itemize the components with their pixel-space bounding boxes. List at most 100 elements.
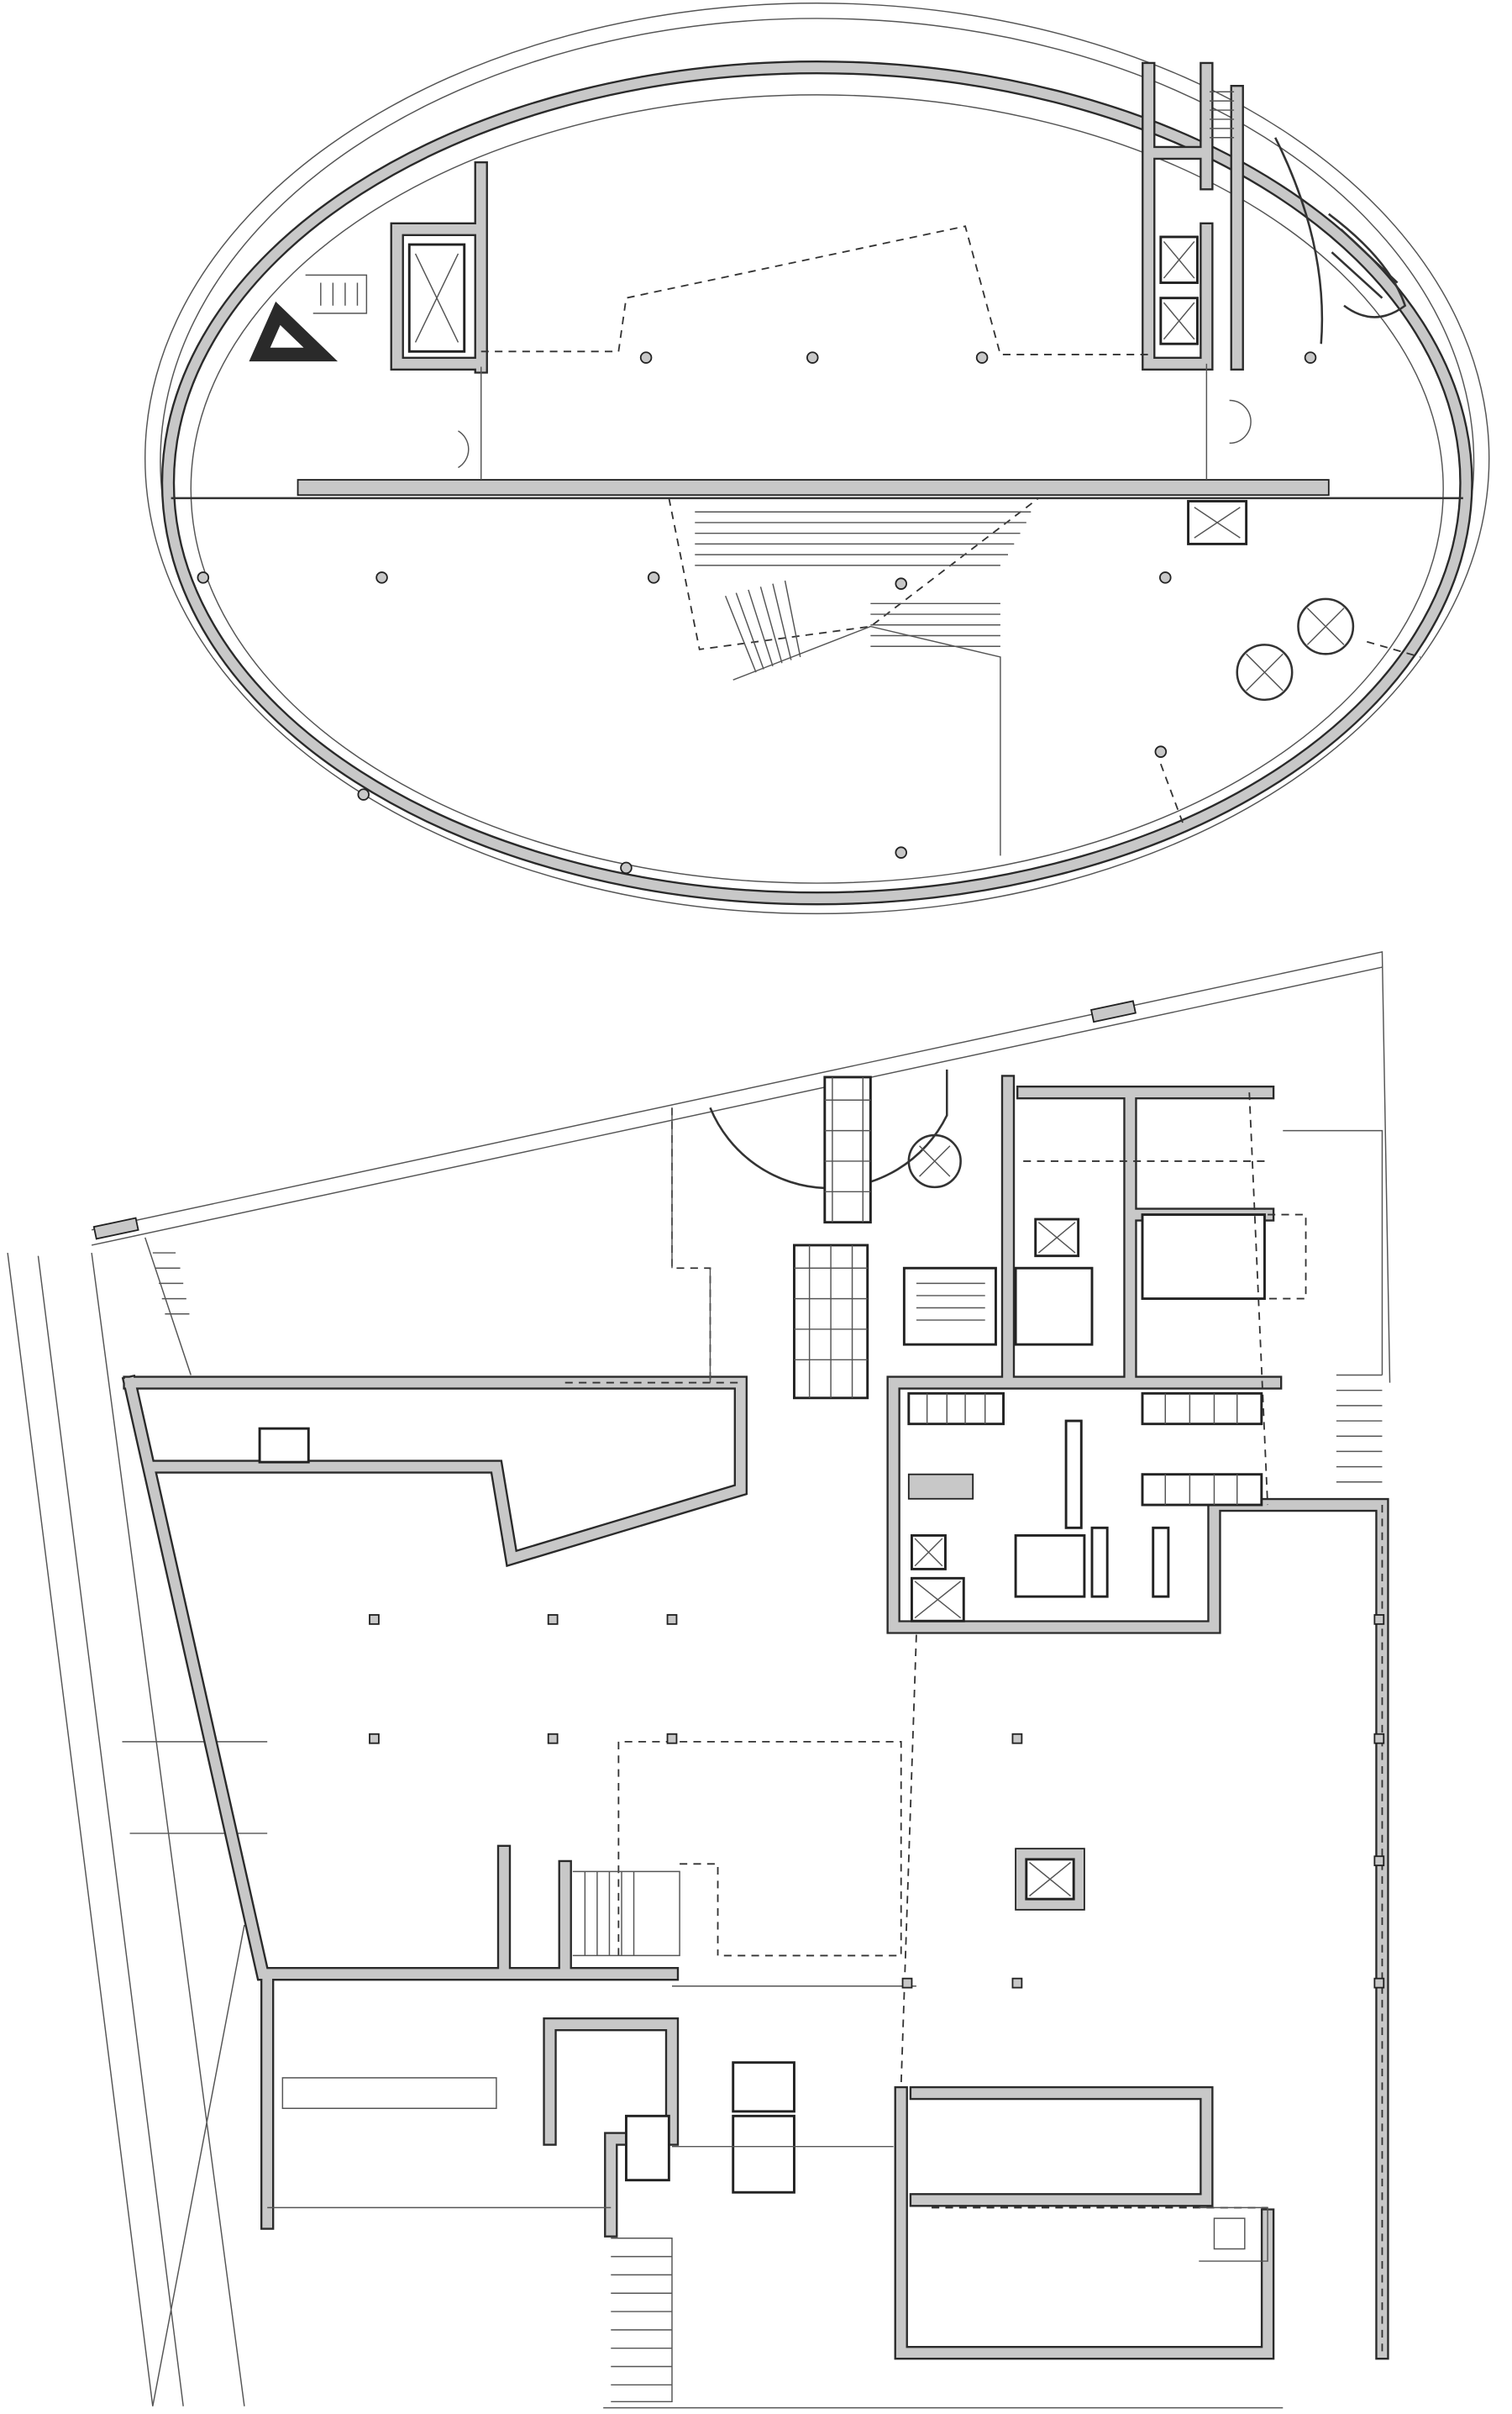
ramp-left-stair	[144, 1237, 192, 1375]
square-columns	[369, 1614, 1385, 1989]
column	[1159, 571, 1172, 584]
lobby-glazing	[671, 1107, 711, 1383]
facade-pier	[92, 1217, 139, 1240]
elevator-core-b-cross	[914, 1580, 962, 1619]
round-lift	[907, 1133, 962, 1189]
column	[1011, 1977, 1023, 1989]
sink-counter-1	[1064, 1419, 1083, 1529]
revolving-element-1	[1297, 597, 1355, 655]
stall-dividers	[1164, 1393, 1238, 1424]
column	[1304, 351, 1317, 364]
elevator-right-2-cross	[1163, 302, 1195, 340]
column	[1011, 1733, 1023, 1744]
room-restroom-block	[1141, 1213, 1266, 1301]
toilet-stall-row-right	[1141, 1391, 1263, 1426]
column	[1154, 745, 1168, 758]
elevator-spine-cross	[1194, 507, 1241, 539]
toilet-stall-row-left	[907, 1391, 1005, 1426]
left-triangle-room	[249, 301, 339, 362]
escalator-upper	[823, 1076, 872, 1224]
south-east-stair	[1199, 2206, 1268, 2262]
column	[666, 1733, 678, 1744]
column	[620, 861, 633, 875]
elevator-core-top-cross	[1037, 1222, 1076, 1254]
stair-core-2	[1014, 1266, 1094, 1346]
stair-core-1-treads	[916, 1282, 985, 1321]
door-swing-right	[1229, 399, 1252, 444]
accessible-restroom	[1014, 1533, 1086, 1598]
room-south-b	[732, 2114, 795, 2194]
entrance-dashed	[1159, 640, 1421, 826]
void-outline-dashed-lower	[617, 1740, 902, 1957]
oval-outer-edge	[144, 3, 1490, 915]
revolving-element-2-cross	[1246, 653, 1284, 692]
sink-counter-2	[1090, 1526, 1109, 1598]
column	[197, 571, 210, 584]
elevator-left-cross	[414, 253, 459, 343]
column	[547, 1733, 559, 1744]
stair-core-1	[902, 1266, 997, 1346]
void-outline-dashed	[480, 225, 1149, 355]
ramp-left	[7, 1252, 268, 2406]
elevator-core-a-cross	[914, 1538, 943, 1567]
lower-ground-floor	[7, 950, 1391, 2409]
column	[369, 1614, 380, 1625]
column	[369, 1733, 380, 1744]
grand-staircase-outline	[668, 497, 1039, 650]
stair-left	[305, 274, 368, 314]
main-walls-fill	[123, 1076, 1388, 2358]
round-lift-cross	[919, 1145, 951, 1177]
stair-right-small	[1210, 91, 1235, 139]
column	[357, 788, 370, 801]
upper-oval-floor	[144, 3, 1490, 915]
storage-counter	[907, 1473, 974, 1500]
left-core-wall-fill	[391, 163, 486, 372]
restroom-stalls	[907, 1391, 1263, 1622]
right-core-wall-fill	[1143, 64, 1242, 369]
left-dashed-glazing	[564, 1107, 741, 1384]
oval-wall	[163, 62, 1472, 904]
facade-pier	[1089, 1000, 1137, 1023]
room-south-a	[732, 2061, 795, 2113]
small-room-left	[258, 1427, 310, 1464]
oval-glazing-line	[190, 94, 1444, 884]
door-swing-left	[458, 430, 470, 469]
column	[1373, 1733, 1385, 1744]
column	[647, 571, 660, 584]
round-columns	[197, 351, 1317, 875]
stair-center	[572, 1870, 680, 1957]
south-glazing	[267, 1985, 916, 2209]
sink-counter-3	[1152, 1526, 1170, 1598]
escalator-lower-treads	[794, 1244, 868, 1398]
glazing-right-dashed	[1023, 1092, 1307, 1506]
column	[639, 351, 653, 364]
stair-right-edge	[1283, 1129, 1383, 1483]
south-stair	[611, 2238, 673, 2403]
grand-staircase-treads	[695, 511, 1032, 856]
column	[1373, 1855, 1385, 1867]
central-elevator-cross	[1028, 1861, 1072, 1897]
facade-line-diagonal	[91, 950, 1391, 1383]
central-spine-wall	[297, 479, 1330, 497]
stair-center-dashed	[680, 1863, 719, 1956]
column	[375, 571, 388, 584]
escalator-upper-treads	[824, 1076, 871, 1223]
column	[806, 351, 819, 364]
column	[901, 1977, 913, 1989]
column	[547, 1614, 559, 1625]
column	[975, 351, 989, 364]
stall-dividers	[1164, 1474, 1238, 1506]
toilet-stall-row-lower	[1141, 1473, 1263, 1507]
column	[895, 577, 907, 590]
column	[1373, 1977, 1385, 1989]
revolving-element-1-cross	[1306, 607, 1345, 645]
revolving-element-2	[1236, 644, 1294, 702]
room-south-c	[625, 2114, 670, 2182]
column	[666, 1614, 678, 1625]
stall-dividers	[926, 1393, 986, 1424]
column	[1373, 1614, 1385, 1625]
curved-stair-right	[1274, 137, 1407, 344]
column	[895, 846, 907, 859]
elevator-right-1-cross	[1163, 240, 1195, 279]
